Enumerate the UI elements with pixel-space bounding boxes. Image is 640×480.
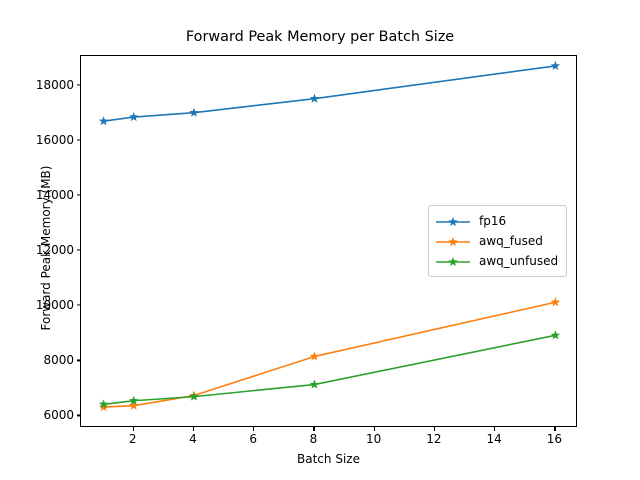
series-fp16 (98, 60, 561, 126)
y-tick-label: 8000 (43, 353, 74, 368)
x-axis-label: Batch Size (297, 452, 360, 466)
data-point-marker (98, 399, 109, 409)
chart-legend: fp16 awq_fused awq_unfused (428, 205, 568, 277)
data-point-marker (98, 116, 109, 126)
legend-label: fp16 (479, 214, 507, 228)
legend-label: awq_unfused (479, 254, 559, 268)
data-point-marker (309, 351, 320, 361)
x-tick-mark (494, 427, 496, 431)
x-tick-label: 6 (249, 432, 257, 446)
y-tick-mark (76, 194, 80, 196)
legend-item-awq_unfused[interactable]: awq_unfused (435, 251, 558, 271)
data-point-marker (550, 330, 561, 340)
legend-label: awq_fused (479, 234, 543, 248)
x-tick-mark (554, 427, 556, 431)
series-awq_fused (98, 297, 561, 412)
legend-swatch-icon (435, 214, 471, 228)
y-tick-mark (76, 304, 80, 306)
data-point-marker (189, 107, 199, 117)
legend-item-awq_fused[interactable]: awq_fused (435, 231, 558, 251)
y-tick-label: 6000 (43, 408, 74, 423)
x-tick-label: 2 (128, 432, 137, 446)
x-tick-mark (192, 427, 195, 431)
data-point-marker (128, 112, 139, 122)
data-point-marker (189, 391, 199, 401)
x-tick-label: 16 (546, 432, 563, 446)
legend-item-fp16[interactable]: fp16 (435, 211, 558, 231)
data-point-marker (550, 60, 561, 70)
y-tick-label: 12000 (35, 243, 74, 258)
x-tick-label: 4 (189, 432, 197, 446)
y-tick-mark (76, 249, 80, 251)
data-point-marker (128, 400, 139, 410)
x-tick-label: 14 (486, 432, 502, 446)
series-line (102, 334, 557, 406)
data-point-marker (550, 297, 561, 307)
y-tick-mark (76, 414, 80, 416)
x-tick-label: 12 (426, 432, 442, 446)
x-tick-label: 8 (309, 432, 318, 446)
y-tick-label: 14000 (35, 188, 74, 203)
chart-title: Forward Peak Memory per Batch Size (185, 29, 455, 45)
data-point-marker (128, 395, 139, 405)
x-tick-mark (253, 427, 255, 431)
series-line (102, 65, 557, 123)
x-tick-mark (313, 427, 315, 431)
x-tick-mark (132, 427, 134, 431)
y-tick-label: 16000 (35, 133, 74, 148)
data-point-marker (309, 379, 320, 389)
y-tick-label: 18000 (35, 78, 74, 93)
data-point-marker (309, 93, 320, 103)
y-tick-mark (76, 84, 80, 86)
legend-swatch-icon (435, 234, 471, 248)
y-tick-mark (76, 139, 80, 141)
y-tick-mark (76, 359, 80, 361)
plot-lines (98, 60, 561, 412)
y-tick-label: 10000 (35, 298, 74, 313)
legend-swatch-icon (435, 254, 471, 268)
x-tick-mark (373, 427, 375, 431)
series-line (102, 301, 557, 408)
data-point-marker (98, 402, 109, 412)
series-awq_unfused (98, 330, 561, 409)
x-tick-mark (433, 427, 436, 431)
x-tick-label: 10 (366, 432, 382, 446)
